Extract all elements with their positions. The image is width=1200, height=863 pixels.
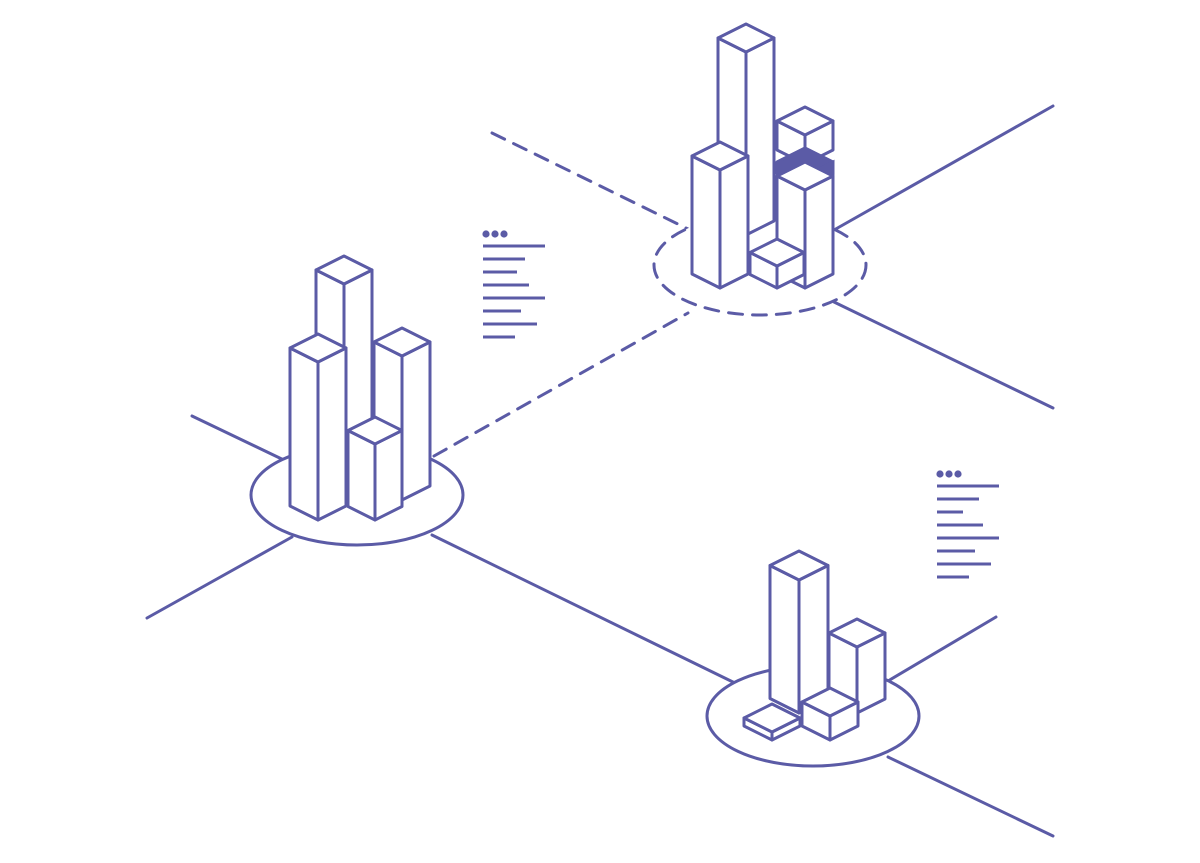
dashed-link-top-left [490,131,690,231]
roads [145,104,1055,838]
top-tower-right-top-face [775,160,835,192]
left-tower-small-right-face [373,429,404,522]
top-tower-tall-top-face [716,22,776,54]
info-panel-left-dots-icon [482,230,508,238]
bottom-tower-small [800,686,860,742]
top-tower-left-left-face [690,154,722,290]
top-tower-tall-right-face [744,36,776,237]
road-top-lower-right [832,300,1055,410]
bottom-tower-tall [768,549,830,715]
bottom-tower-tall-top-face [768,549,830,582]
bottom-tower-flat-top-face [742,702,802,734]
info-panel-left-dot [482,230,490,238]
top-tower-small-top-face [748,237,806,268]
info-panel-right-dot [936,470,944,478]
info-panel-right-dots-icon [936,470,962,478]
info-panel-left-dot [500,230,508,238]
info-panels [482,230,999,579]
left-tower-right-top-face [372,326,432,358]
bottom-tower-flat [742,702,802,742]
left-tower-tall-top-face [314,254,374,286]
left-tower-small-top-face [346,415,404,446]
dashed-link-left-top [432,311,690,458]
info-panel-left [482,230,545,339]
road-left-lower [145,535,294,620]
top-tower-right-right-face [803,174,835,290]
left-tower-left-right-face [316,346,348,522]
road-left-upper [190,414,290,464]
left-tower-tall-right-face [342,268,374,442]
left-tower-left-left-face [288,346,320,522]
info-panel-right-dot [945,470,953,478]
bottom-tower-tall-left-face [768,564,801,715]
road-bottom-upper-right [886,615,998,683]
top-tower-left-top-face [690,140,750,172]
buildings [288,22,887,742]
left-tower-left-top-face [288,332,348,364]
info-panel-right [936,470,999,579]
bottom-tower-small-top-face [800,686,860,718]
left-tower-right-right-face [400,340,432,502]
info-panel-left-dot [491,230,499,238]
left-tower-left [288,332,348,522]
top-tower-small [748,237,806,290]
top-tower-left-right-face [718,154,750,290]
road-left-to-bottom [430,533,739,686]
left-tower-small-left-face [346,429,377,522]
info-panel-right-dot [954,470,962,478]
top-tower-left [690,140,750,290]
top-tower-upper-block-top-face [775,105,835,137]
road-bottom-lower-right [886,755,1055,838]
road-top-upper-right [832,104,1055,232]
left-tower-small [346,415,404,522]
bottom-tower-mid-top-face [827,617,887,649]
